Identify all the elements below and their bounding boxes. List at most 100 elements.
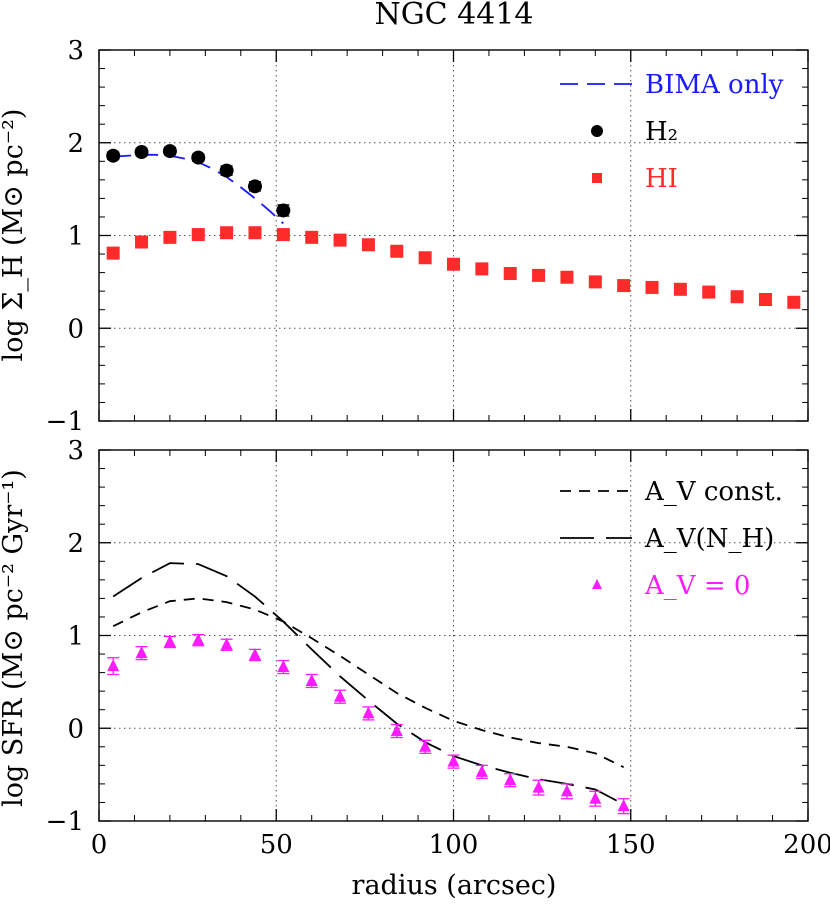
data-point — [617, 279, 631, 293]
data-point — [589, 791, 602, 804]
data-point — [702, 285, 716, 299]
series — [112, 597, 625, 769]
data-point — [588, 275, 602, 289]
x-tick-label: 200 — [783, 830, 830, 860]
data-point — [532, 780, 545, 793]
data-point — [447, 754, 460, 767]
data-point — [277, 660, 290, 673]
chart-title: NGC 4414 — [374, 0, 533, 32]
data-point — [787, 295, 801, 309]
data-point — [191, 228, 205, 242]
data-point — [276, 228, 290, 242]
top-y-axis-label: log Σ_H (M⊙ pc⁻²) — [0, 109, 29, 362]
series — [106, 226, 801, 309]
data-point — [219, 163, 234, 178]
series — [106, 144, 291, 218]
data-point — [333, 233, 347, 247]
data-point — [192, 633, 205, 646]
top-grid — [99, 50, 808, 421]
data-point — [361, 238, 375, 252]
legend-label: A_V(N_H) — [644, 524, 774, 554]
series — [112, 562, 625, 806]
y-tick-label: 3 — [67, 436, 84, 466]
data-point — [475, 262, 489, 276]
data-point — [362, 706, 375, 719]
y-tick-label: 2 — [67, 129, 84, 159]
y-tick-label: 2 — [67, 529, 84, 559]
data-point — [135, 235, 149, 249]
y-tick-label: 1 — [67, 222, 84, 252]
data-point — [503, 267, 517, 281]
series-line — [112, 597, 625, 769]
data-point — [135, 646, 148, 659]
y-tick-label: 0 — [67, 714, 84, 744]
data-point — [106, 148, 121, 163]
data-point — [758, 292, 772, 306]
y-tick-label: 1 — [67, 622, 84, 652]
top-frame — [98, 49, 809, 422]
data-point — [191, 150, 206, 165]
data-point — [730, 290, 744, 304]
data-point — [418, 251, 432, 265]
x-tick-label: 100 — [429, 830, 479, 860]
data-point — [220, 226, 234, 240]
data-point — [617, 799, 630, 812]
data-point — [305, 673, 318, 686]
data-point — [334, 689, 347, 702]
y-tick-label: −1 — [46, 807, 84, 837]
data-point — [475, 764, 488, 777]
data-point — [134, 145, 149, 160]
top-data — [106, 144, 801, 309]
data-point — [390, 724, 403, 737]
x-tick-label: 0 — [91, 830, 108, 860]
bottom-ytick-labels: −1 0 1 2 3 — [46, 436, 84, 837]
legend-label: A_V const. — [644, 477, 783, 507]
legend-label: BIMA only — [645, 70, 784, 100]
data-point — [390, 244, 404, 258]
data-point — [645, 280, 659, 294]
y-tick-label: 0 — [67, 314, 84, 344]
data-point — [162, 144, 177, 159]
data-point — [107, 659, 120, 672]
data-point — [220, 637, 233, 650]
legend-marker — [592, 579, 602, 589]
data-point — [560, 270, 574, 284]
legend-label: A_V = 0 — [644, 571, 750, 601]
bottom-data — [107, 562, 630, 815]
series — [107, 633, 630, 815]
data-point — [447, 257, 460, 271]
data-point — [673, 282, 687, 296]
data-point — [247, 179, 262, 194]
legend-entry: H₂ — [591, 117, 678, 147]
data-point — [163, 634, 176, 647]
bottom-legend: A_V const. A_V(N_H) A_V = 0 — [560, 477, 783, 601]
legend-entry: A_V = 0 — [592, 571, 750, 601]
data-point — [248, 226, 262, 240]
top-ylabel-text: log Σ_H (M⊙ pc⁻²) — [0, 109, 29, 362]
data-point — [276, 203, 291, 218]
x-axis-label: radius (arcsec) — [352, 870, 557, 901]
data-point — [419, 739, 432, 752]
bottom-y-axis-label: log SFR (M⊙ pc⁻² Gyr⁻¹) — [0, 469, 29, 807]
legend-label: HI — [645, 164, 678, 194]
data-point — [560, 784, 573, 797]
x-tick-label: 50 — [260, 830, 293, 860]
data-point — [305, 230, 319, 244]
data-point — [163, 230, 177, 244]
series-line — [112, 562, 625, 806]
legend-marker — [591, 125, 603, 137]
bottom-grid — [99, 450, 808, 821]
legend-entry: BIMA only — [560, 70, 784, 100]
bottom-frame — [98, 449, 809, 822]
data-point — [248, 647, 261, 660]
legend-entry: A_V const. — [560, 477, 783, 507]
y-tick-label: 3 — [67, 36, 84, 66]
legend-entry: HI — [592, 164, 678, 194]
data-point — [106, 246, 120, 260]
